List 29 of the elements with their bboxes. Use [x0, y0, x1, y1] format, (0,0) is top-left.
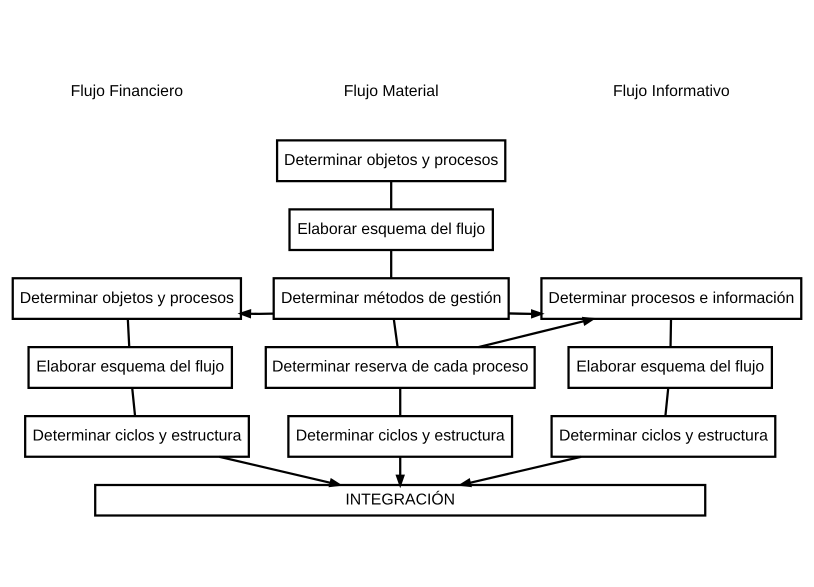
node-box: Determinar ciclos y estructura — [287, 414, 514, 458]
arrow — [395, 457, 405, 488]
node-box: Determinar procesos e información — [540, 277, 802, 320]
node-box: Determinar métodos de gestión — [272, 277, 510, 320]
connector — [399, 388, 402, 416]
connector — [390, 181, 392, 210]
connector — [126, 318, 130, 347]
connector — [392, 318, 399, 348]
label: Flujo Informativo — [612, 83, 730, 100]
node-box: Elaborar esquema del flujo — [567, 346, 774, 389]
arrow — [478, 316, 596, 348]
arrow — [218, 456, 343, 488]
node-box: Determinar reserva de cada proceso — [264, 346, 536, 389]
node-box: INTEGRACIÓN — [94, 484, 706, 517]
connector — [131, 388, 136, 416]
connector — [669, 318, 672, 347]
connector — [664, 388, 670, 416]
arrow — [238, 309, 274, 319]
node-box: Elaborar esquema del flujo — [288, 208, 494, 252]
node-box: Determinar objetos y procesos — [276, 139, 506, 182]
label: Flujo Financiero — [70, 83, 184, 100]
arrow — [458, 456, 582, 488]
node-box: Determinar objetos y procesos — [12, 277, 242, 320]
label: Flujo Material — [344, 83, 439, 100]
node-box: Determinar ciclos y estructura — [24, 414, 250, 458]
connector — [390, 250, 392, 278]
node-box: Elaborar esquema del flujo — [27, 346, 234, 389]
node-box: Determinar ciclos y estructura — [550, 414, 776, 458]
arrow — [508, 309, 545, 319]
